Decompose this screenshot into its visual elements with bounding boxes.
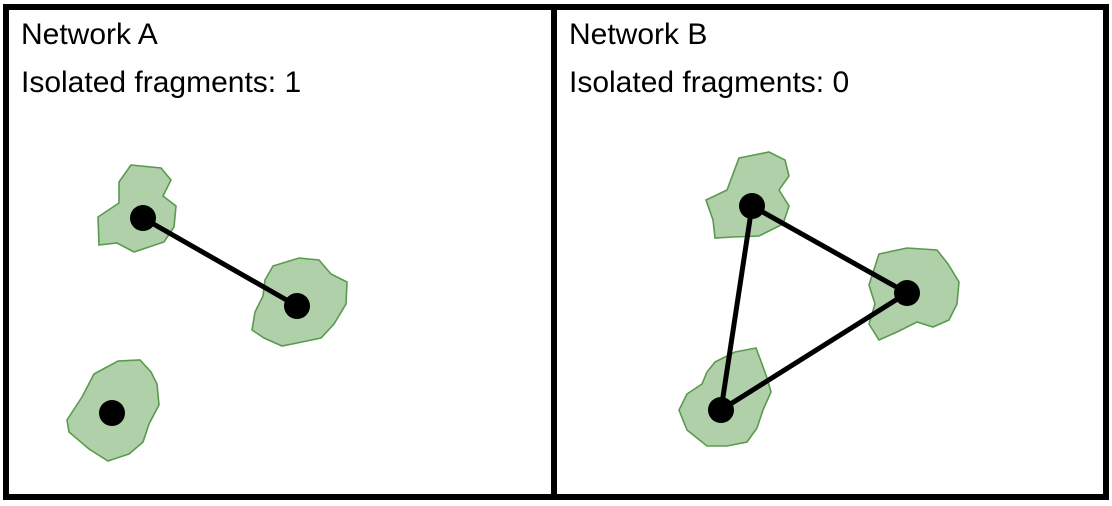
network-b-panel: Network B Isolated fragments: 0 [551,4,1109,500]
connection-edge [718,203,755,413]
connection-edge [718,290,910,413]
network-b-title: Network B [569,18,708,51]
network-a-fragment-count: Isolated fragments: 1 [21,66,302,99]
network-node [894,280,920,306]
connection-edge [749,203,910,296]
network-b-graph [678,151,960,447]
network-node [284,293,310,319]
network-a-title: Network A [21,18,158,51]
network-node [739,193,765,219]
network-node [130,205,156,231]
network-b-fragment-count: Isolated fragments: 0 [569,66,850,99]
isolated-node [99,400,125,426]
connection-edge [140,215,300,309]
network-node [708,397,734,423]
network-a-graph [66,164,348,462]
network-a-panel: Network A Isolated fragments: 1 [3,4,557,500]
